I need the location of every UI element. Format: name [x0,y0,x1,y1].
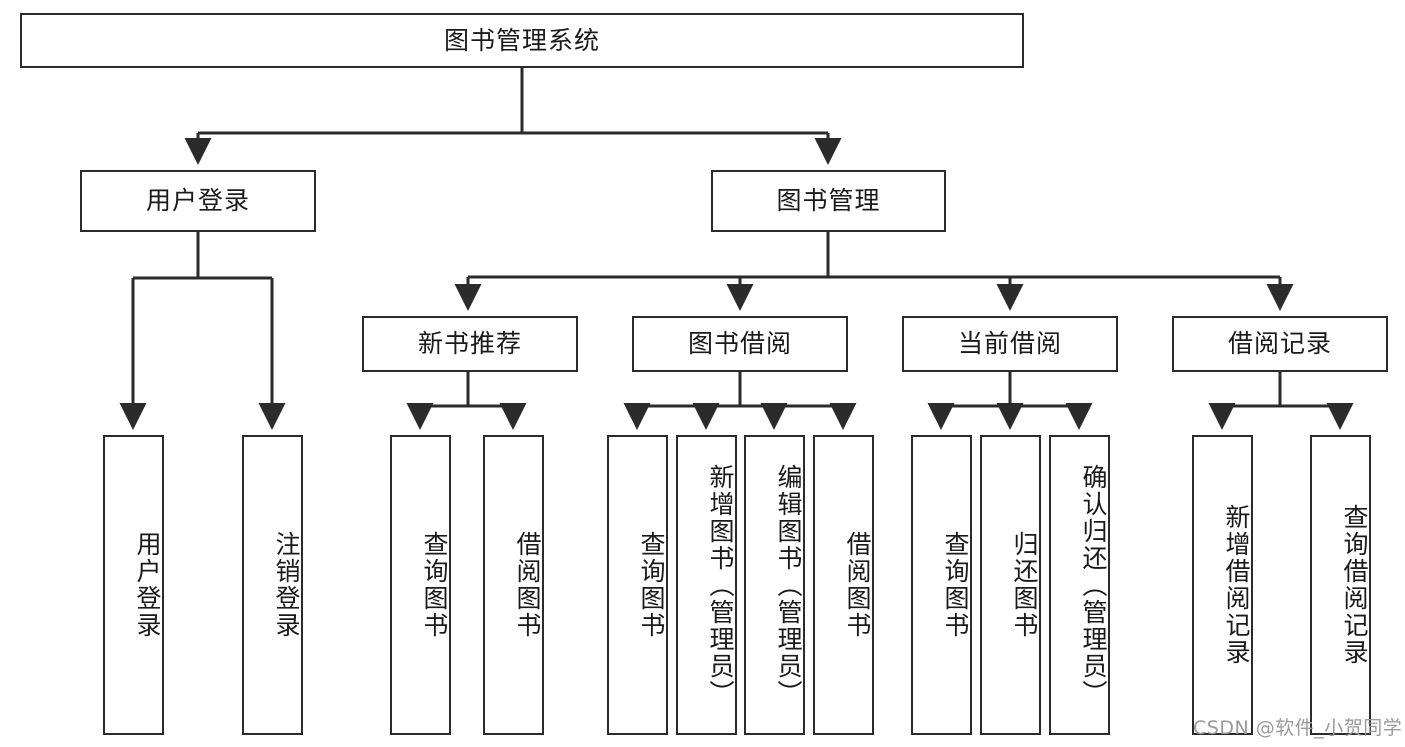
leaf-borrow-book-recommend[interactable]: 借阅图书 [483,435,544,735]
leaf-confirm-return-admin[interactable]: 确认归还（管理员） [1049,435,1110,735]
leaf-borrow-book-label: 借阅图书 [843,531,872,639]
node-user-login-label: 用户登录 [145,186,250,216]
leaf-logout[interactable]: 注销登录 [242,435,303,735]
node-root[interactable]: 图书管理系统 [20,13,1024,68]
watermark: CSDN @软件_小贺同学 [1193,717,1403,739]
node-current-borrow-label: 当前借阅 [957,329,1062,359]
leaf-borrow-book-recommend-label: 借阅图书 [513,531,542,639]
leaf-add-borrow-record[interactable]: 新增借阅记录 [1192,435,1253,735]
leaf-borrow-book[interactable]: 借阅图书 [813,435,874,735]
leaf-confirm-return-admin-label: 确认归还（管理员） [1079,463,1108,707]
leaf-return-book-label: 归还图书 [1010,531,1039,639]
leaf-logout-label: 注销登录 [272,531,301,639]
node-book-management[interactable]: 图书管理 [711,170,946,232]
node-current-borrow[interactable]: 当前借阅 [902,316,1118,372]
node-borrow-records-label: 借阅记录 [1227,329,1332,359]
leaf-query-book-recommend[interactable]: 查询图书 [390,435,451,735]
leaf-add-borrow-record-label: 新增借阅记录 [1222,504,1251,666]
leaf-query-book-current-label: 查询图书 [941,531,970,639]
leaf-edit-book-admin-label: 编辑图书（管理员） [774,463,803,707]
node-book-management-label: 图书管理 [776,186,881,216]
node-user-login[interactable]: 用户登录 [80,170,316,232]
node-new-book-recommend[interactable]: 新书推荐 [362,316,578,372]
leaf-add-book-admin[interactable]: 新增图书（管理员） [676,435,737,735]
leaf-query-book[interactable]: 查询图书 [607,435,668,735]
node-new-book-recommend-label: 新书推荐 [417,329,522,359]
leaf-query-borrow-record[interactable]: 查询借阅记录 [1310,435,1371,735]
leaf-user-login-label: 用户登录 [133,531,162,639]
node-root-label: 图书管理系统 [443,25,600,55]
leaf-edit-book-admin[interactable]: 编辑图书（管理员） [744,435,805,735]
leaf-query-book-recommend-label: 查询图书 [420,531,449,639]
node-book-borrow[interactable]: 图书借阅 [632,316,848,372]
node-book-borrow-label: 图书借阅 [687,329,792,359]
leaf-add-book-admin-label: 新增图书（管理员） [706,463,735,707]
leaf-query-borrow-record-label: 查询借阅记录 [1340,504,1369,666]
node-borrow-records[interactable]: 借阅记录 [1172,316,1388,372]
leaf-user-login[interactable]: 用户登录 [103,435,164,735]
leaf-return-book[interactable]: 归还图书 [980,435,1041,735]
leaf-query-book-label: 查询图书 [637,531,666,639]
leaf-query-book-current[interactable]: 查询图书 [911,435,972,735]
